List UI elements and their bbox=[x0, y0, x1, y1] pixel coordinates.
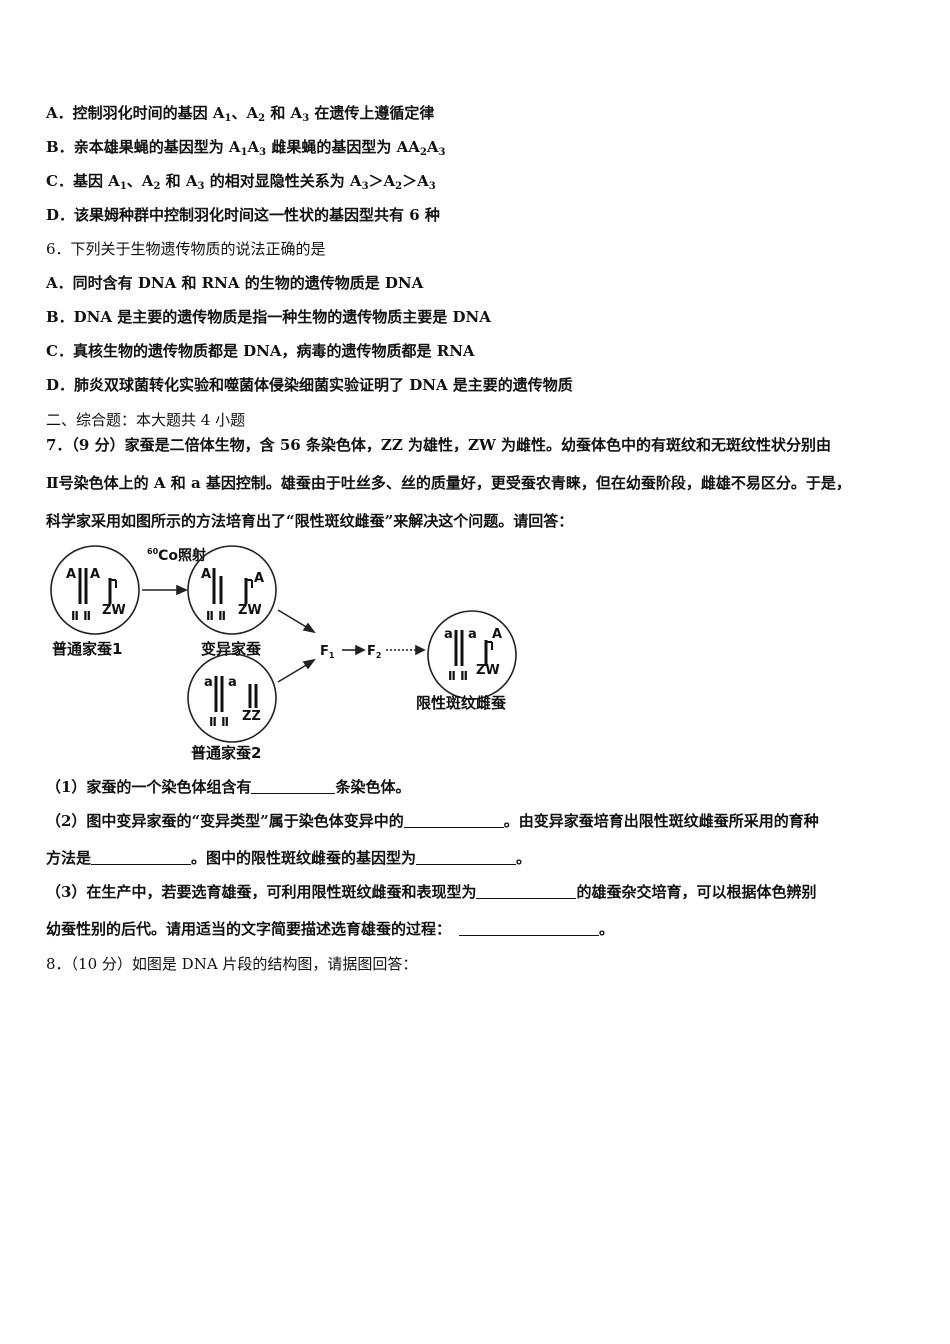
arrow-irradiation-head bbox=[176, 584, 188, 596]
svg-text:Ⅱ Ⅱ: Ⅱ Ⅱ bbox=[71, 609, 91, 623]
svg-text:A: A bbox=[90, 567, 100, 582]
silkworm-breeding-diagram: 60Co照射 A A Ⅱ Ⅱ ZW A A Ⅱ Ⅱ ZW a a Ⅱ Ⅱ ZZ … bbox=[50, 545, 517, 762]
q5-option-d: D．该果姆种群中控制羽化时间这一性状的基因型共有 6 种 bbox=[46, 206, 440, 224]
svg-text:a: a bbox=[204, 675, 213, 690]
svg-text:F1: F1 bbox=[320, 644, 335, 660]
svg-text:Ⅱ Ⅱ: Ⅱ Ⅱ bbox=[206, 609, 226, 623]
svg-text:A: A bbox=[254, 571, 264, 586]
caption-sex-limited-female: 限性斑纹雌蚕 bbox=[416, 694, 507, 712]
answer-blank-2[interactable] bbox=[403, 812, 504, 828]
arrow-variant-to-f1 bbox=[277, 609, 309, 629]
q7-sub2-line2: 方法是。图中的限性斑纹雌蚕的基因型为。 bbox=[46, 849, 532, 867]
caption-ordinary-silkworm-1: 普通家蚕1 bbox=[52, 640, 122, 658]
arrow-ordinary2-to-f1 bbox=[277, 663, 309, 683]
q7-sub3-line1: （3）在生产中，若要选育雄蚕，可利用限性斑纹雌蚕和表现型为的雄蚕杂交培育，可以根… bbox=[46, 883, 817, 901]
q6-option-c: C．真核生物的遗传物质都是 DNA，病毒的遗传物质都是 RNA bbox=[46, 342, 475, 360]
cell-ordinary-silkworm-1 bbox=[50, 545, 140, 635]
svg-text:ZW: ZW bbox=[238, 603, 262, 618]
q5-option-c: C．基因 A1、A2 和 A3 的相对显隐性关系为 A3＞A2＞A3 bbox=[46, 172, 436, 192]
svg-text:a: a bbox=[228, 675, 237, 690]
svg-text:F2: F2 bbox=[367, 644, 381, 660]
q7-sub3-line2: 幼蚕性别的后代。请用适当的文字简要描述选育雄蚕的过程：。 bbox=[46, 920, 615, 938]
q8-stem: 8．（10 分）如图是 DNA 片段的结构图，请据图回答： bbox=[46, 955, 418, 973]
q6-option-a: A．同时含有 DNA 和 RNA 的生物的遗传物质是 DNA bbox=[46, 274, 424, 292]
answer-blank-4[interactable] bbox=[416, 849, 517, 865]
svg-text:a: a bbox=[444, 627, 453, 642]
q6-stem: 6．下列关于生物遗传物质的说法正确的是 bbox=[46, 240, 326, 258]
caption-ordinary-silkworm-2: 普通家蚕2 bbox=[191, 744, 261, 762]
svg-text:60Co照射: 60Co照射 bbox=[147, 547, 206, 564]
q6-option-d: D．肺炎双球菌转化实验和噬菌体侵染细菌实验证明了 DNA 是主要的遗传物质 bbox=[46, 376, 573, 394]
answer-blank-1[interactable] bbox=[251, 778, 336, 794]
caption-variant-silkworm: 变异家蚕 bbox=[201, 640, 262, 658]
answer-blank-6[interactable] bbox=[459, 920, 600, 936]
svg-text:A: A bbox=[66, 567, 76, 582]
svg-text:A: A bbox=[492, 627, 502, 642]
svg-text:ZW: ZW bbox=[476, 663, 500, 678]
answer-blank-3[interactable] bbox=[91, 849, 192, 865]
answer-blank-5[interactable] bbox=[476, 883, 577, 899]
section-heading: 二、综合题：本大题共 4 小题 bbox=[46, 411, 246, 429]
svg-text:Ⅱ Ⅱ: Ⅱ Ⅱ bbox=[209, 715, 229, 729]
q5-option-b: B．亲本雄果蝇的基因型为 A1A3 雌果蝇的基因型为 AA2A3 bbox=[46, 138, 446, 158]
svg-text:Ⅱ Ⅱ: Ⅱ Ⅱ bbox=[448, 669, 468, 683]
q7-stem-line2: Ⅱ号染色体上的 A 和 a 基因控制。雄蚕由于吐丝多、丝的质量好，更受蚕农青睐，… bbox=[46, 474, 851, 492]
svg-text:ZW: ZW bbox=[102, 603, 126, 618]
cell-variant-silkworm bbox=[187, 545, 277, 635]
q7-stem-line1: 7．（9 分）家蚕是二倍体生物，含 56 条染色体，ZZ 为雄性，ZW 为雌性。… bbox=[46, 436, 832, 454]
q7-sub2-line1: （2）图中变异家蚕的“变异类型”属于染色体变异中的。由变异家蚕培育出限性斑纹雌蚕… bbox=[46, 812, 819, 830]
svg-text:A: A bbox=[201, 567, 211, 582]
svg-text:a: a bbox=[468, 627, 477, 642]
cell-sex-limited-female bbox=[427, 610, 517, 700]
q6-option-b: B．DNA 是主要的遗传物质是指一种生物的遗传物质主要是 DNA bbox=[46, 308, 491, 326]
q5-option-a: A．控制羽化时间的基因 A1、A2 和 A3 在遗传上遵循定律 bbox=[46, 104, 435, 124]
q7-stem-line3: 科学家采用如图所示的方法培育出了“限性斑纹雌蚕”来解决这个问题。请回答： bbox=[46, 512, 574, 530]
q7-sub1: （1）家蚕的一个染色体组含有条染色体。 bbox=[46, 778, 411, 796]
cell-ordinary-silkworm-2 bbox=[187, 653, 277, 743]
svg-text:ZZ: ZZ bbox=[242, 709, 261, 724]
